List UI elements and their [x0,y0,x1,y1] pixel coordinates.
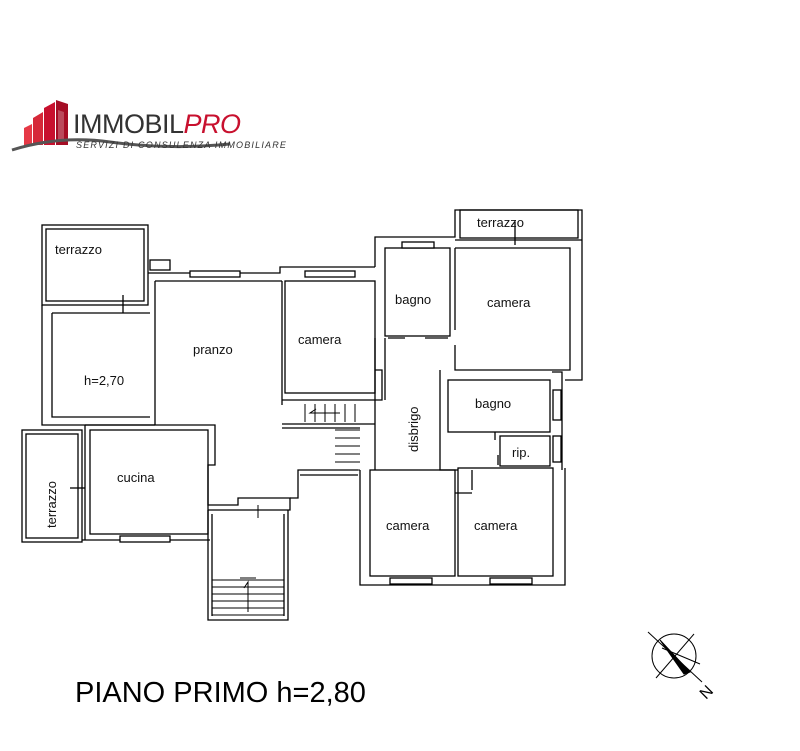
room-label-camera-bottom-left: camera [386,518,430,533]
room-label-camera-center: camera [298,332,342,347]
room-label-camera-bottom-right: camera [474,518,518,533]
room-label-bagno-right: bagno [475,396,511,411]
logo-name-part1: IMMOBIL [73,109,184,139]
logo-buildings-icon [24,100,68,145]
room-label-camera-top-right: camera [487,295,531,310]
room-label-terrazzo-left: terrazzo [44,481,59,528]
north-label: N [697,683,717,703]
room-label-height: h=2,70 [84,373,124,388]
room-label-pranzo: pranzo [193,342,233,357]
room-label-rip: rip. [512,445,530,460]
room-label-terrazzo-top-right: terrazzo [477,215,524,230]
svg-text:IMMOBILPRO: IMMOBILPRO [73,109,241,139]
room-label-bagno-top: bagno [395,292,431,307]
room-labels: terrazzo terrazzo h=2,70 pranzo camera b… [44,215,531,533]
room-label-cucina: cucina [117,470,155,485]
company-logo: IMMOBILPRO SERVIZI DI CONSULENZA IMMOBIL… [11,100,287,152]
plan-title: PIANO PRIMO h=2,80 [75,677,366,709]
logo-tagline: SERVIZI DI CONSULENZA IMMOBILIARE [76,140,287,150]
walls [21,209,583,621]
room-label-disbrigo: disbrigo [406,406,421,452]
logo-name-part2: PRO [184,109,242,139]
north-arrow-icon [647,631,703,683]
room-label-terrazzo-top-left: terrazzo [55,242,102,257]
